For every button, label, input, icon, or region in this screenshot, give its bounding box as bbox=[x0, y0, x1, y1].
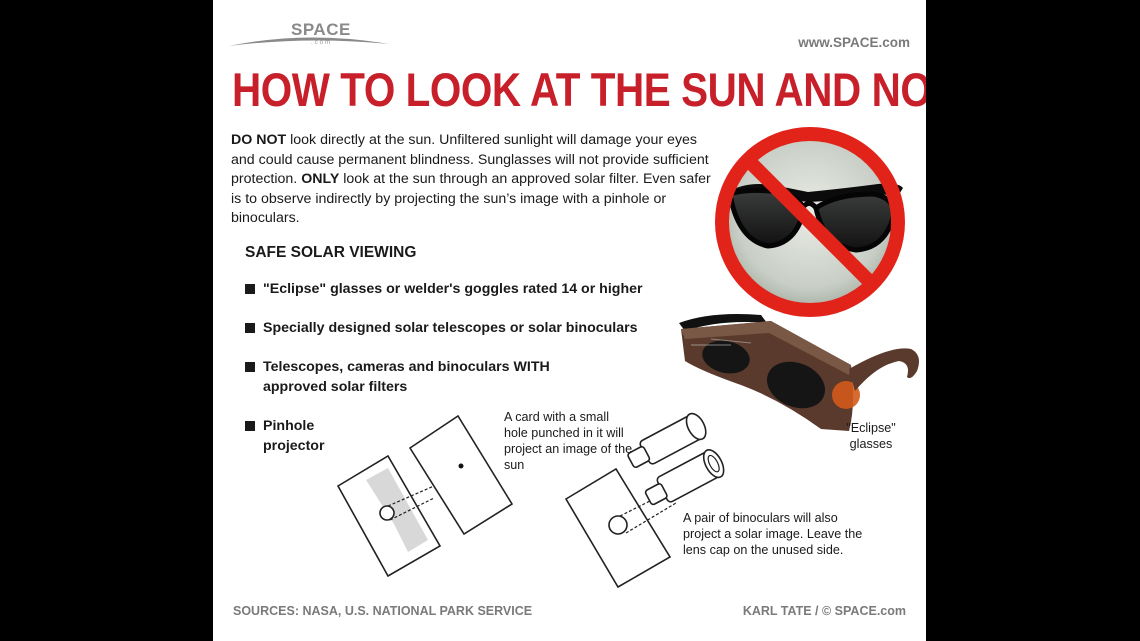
logo-sub: .com bbox=[311, 40, 333, 46]
eclipse-glasses-caption: "Eclipse" glasses bbox=[846, 421, 896, 451]
bullet-item: "Eclipse" glasses or welder's goggles ra… bbox=[245, 279, 675, 299]
binoculars-icon bbox=[564, 412, 725, 589]
space-logo[interactable]: SPACE .com bbox=[227, 16, 407, 56]
eclipse-glasses-icon bbox=[679, 314, 919, 431]
bullet-square-icon bbox=[245, 421, 255, 431]
bullet-text: Specially designed solar telescopes or s… bbox=[263, 320, 638, 336]
headline: HOW TO LOOK AT THE SUN AND NOT GO BLIND bbox=[232, 63, 926, 116]
sources-footer: SOURCES: NASA, U.S. NATIONAL PARK SERVIC… bbox=[233, 604, 533, 618]
bullet-text: Pinhole projector bbox=[263, 418, 325, 454]
bullet-text: Telescopes, cameras and binoculars WITH … bbox=[263, 359, 550, 395]
intro-paragraph: DO NOT look directly at the sun. Unfilte… bbox=[231, 131, 721, 229]
bullet-square-icon bbox=[245, 323, 255, 333]
bullet-item: Pinhole projector bbox=[245, 416, 340, 456]
safe-viewing-title: SAFE SOLAR VIEWING bbox=[245, 244, 417, 261]
bullet-item: Telescopes, cameras and binoculars WITH … bbox=[245, 357, 575, 397]
bullet-square-icon bbox=[245, 362, 255, 372]
bullet-text: "Eclipse" glasses or welder's goggles ra… bbox=[263, 281, 643, 297]
intro-only: ONLY bbox=[301, 171, 340, 187]
logo-swoosh-icon bbox=[229, 37, 389, 46]
infographic: SPACE .com www.SPACE.com HOW TO LOOK AT … bbox=[213, 0, 926, 641]
binoculars-note: A pair of binoculars will also project a… bbox=[683, 511, 863, 557]
bullet-square-icon bbox=[245, 284, 255, 294]
prohibited-sunglasses-icon bbox=[715, 127, 905, 317]
pinhole-projector-icon bbox=[336, 414, 514, 578]
pinhole-card-note: A card with a small hole punched in it w… bbox=[504, 410, 633, 472]
intro-part1: look directly at the sun. Unfiltered sun… bbox=[231, 132, 709, 187]
intro-part2: look at the sun through an approved sola… bbox=[231, 171, 711, 226]
credit-footer: KARL TATE / © SPACE.com bbox=[742, 604, 906, 618]
intro-do-not: DO NOT bbox=[231, 132, 287, 148]
logo-text: SPACE bbox=[291, 20, 351, 39]
site-url[interactable]: www.SPACE.com bbox=[798, 35, 910, 50]
bullet-item: Specially designed solar telescopes or s… bbox=[245, 318, 675, 338]
